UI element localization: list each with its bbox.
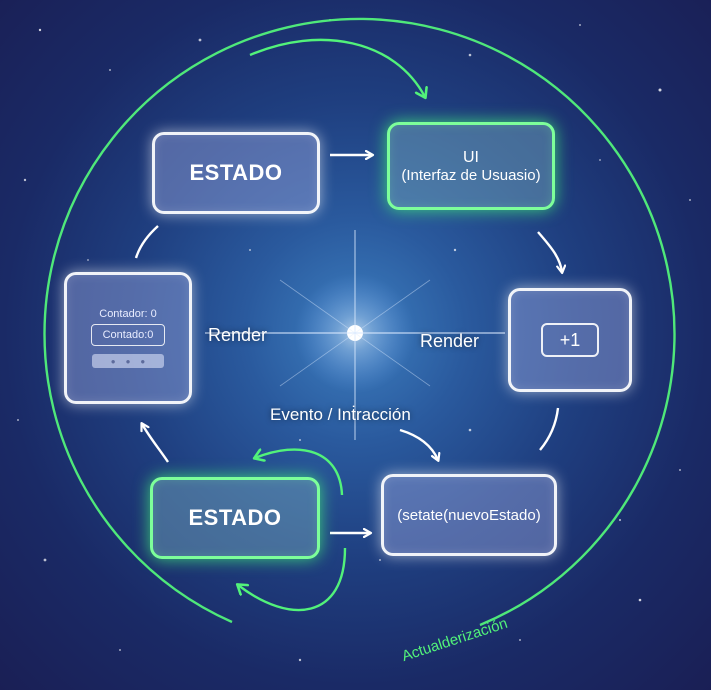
green-arrow-loop-lower <box>238 547 347 612</box>
arrow-render-to-estado-line <box>134 225 159 259</box>
event-label: Evento / Inṫracción <box>270 405 411 424</box>
arrow-plus-to-setstate-line <box>539 407 560 451</box>
central-star <box>205 230 505 440</box>
preview-button-bar: ● ● ● <box>92 354 164 368</box>
estado-bottom-box: ESTADO <box>150 477 320 559</box>
render-label-right: Render <box>420 331 480 351</box>
setstate-box: (setate(nuevoEstado) <box>381 474 557 556</box>
render-label-left: Render <box>208 325 268 345</box>
arrow-ui-to-plus <box>537 231 562 272</box>
dot-icon: ● <box>110 356 116 366</box>
arrow-estado-to-render <box>142 424 169 463</box>
estado-top-box: ESTADO <box>152 132 320 214</box>
dot-icon: ● <box>125 356 131 366</box>
preview-counter-2-text: Contado: <box>102 329 148 341</box>
dot-icon: ● <box>140 356 146 366</box>
render-preview-box: Contador: 0 Contado: 0 ● ● ● <box>64 272 192 404</box>
ui-box: UI (Interfaz de Usuasio) <box>387 122 555 210</box>
plus-one-button[interactable]: +1 <box>541 323 599 357</box>
arrow-event-to-setstate <box>399 428 438 460</box>
plus-one-label: +1 <box>559 329 581 350</box>
update-cycle-circle <box>43 17 676 627</box>
estado-bottom-label: ESTADO <box>188 505 282 530</box>
preview-counter-card: Contado: 0 <box>91 324 165 346</box>
ui-subtitle: (Interfaz de Usuasio) <box>401 166 541 184</box>
preview-counter-text: Contador: 0 <box>99 308 157 320</box>
ui-title: UI <box>463 148 479 166</box>
setstate-label: (setate(nuevoEstado) <box>397 506 541 524</box>
green-arrow-loop-upper <box>255 450 344 496</box>
green-arrow-top <box>249 38 425 97</box>
estado-top-label: ESTADO <box>189 160 283 185</box>
preview-counter-2-value: 0 <box>147 329 154 341</box>
plus-one-box: +1 <box>508 288 632 392</box>
